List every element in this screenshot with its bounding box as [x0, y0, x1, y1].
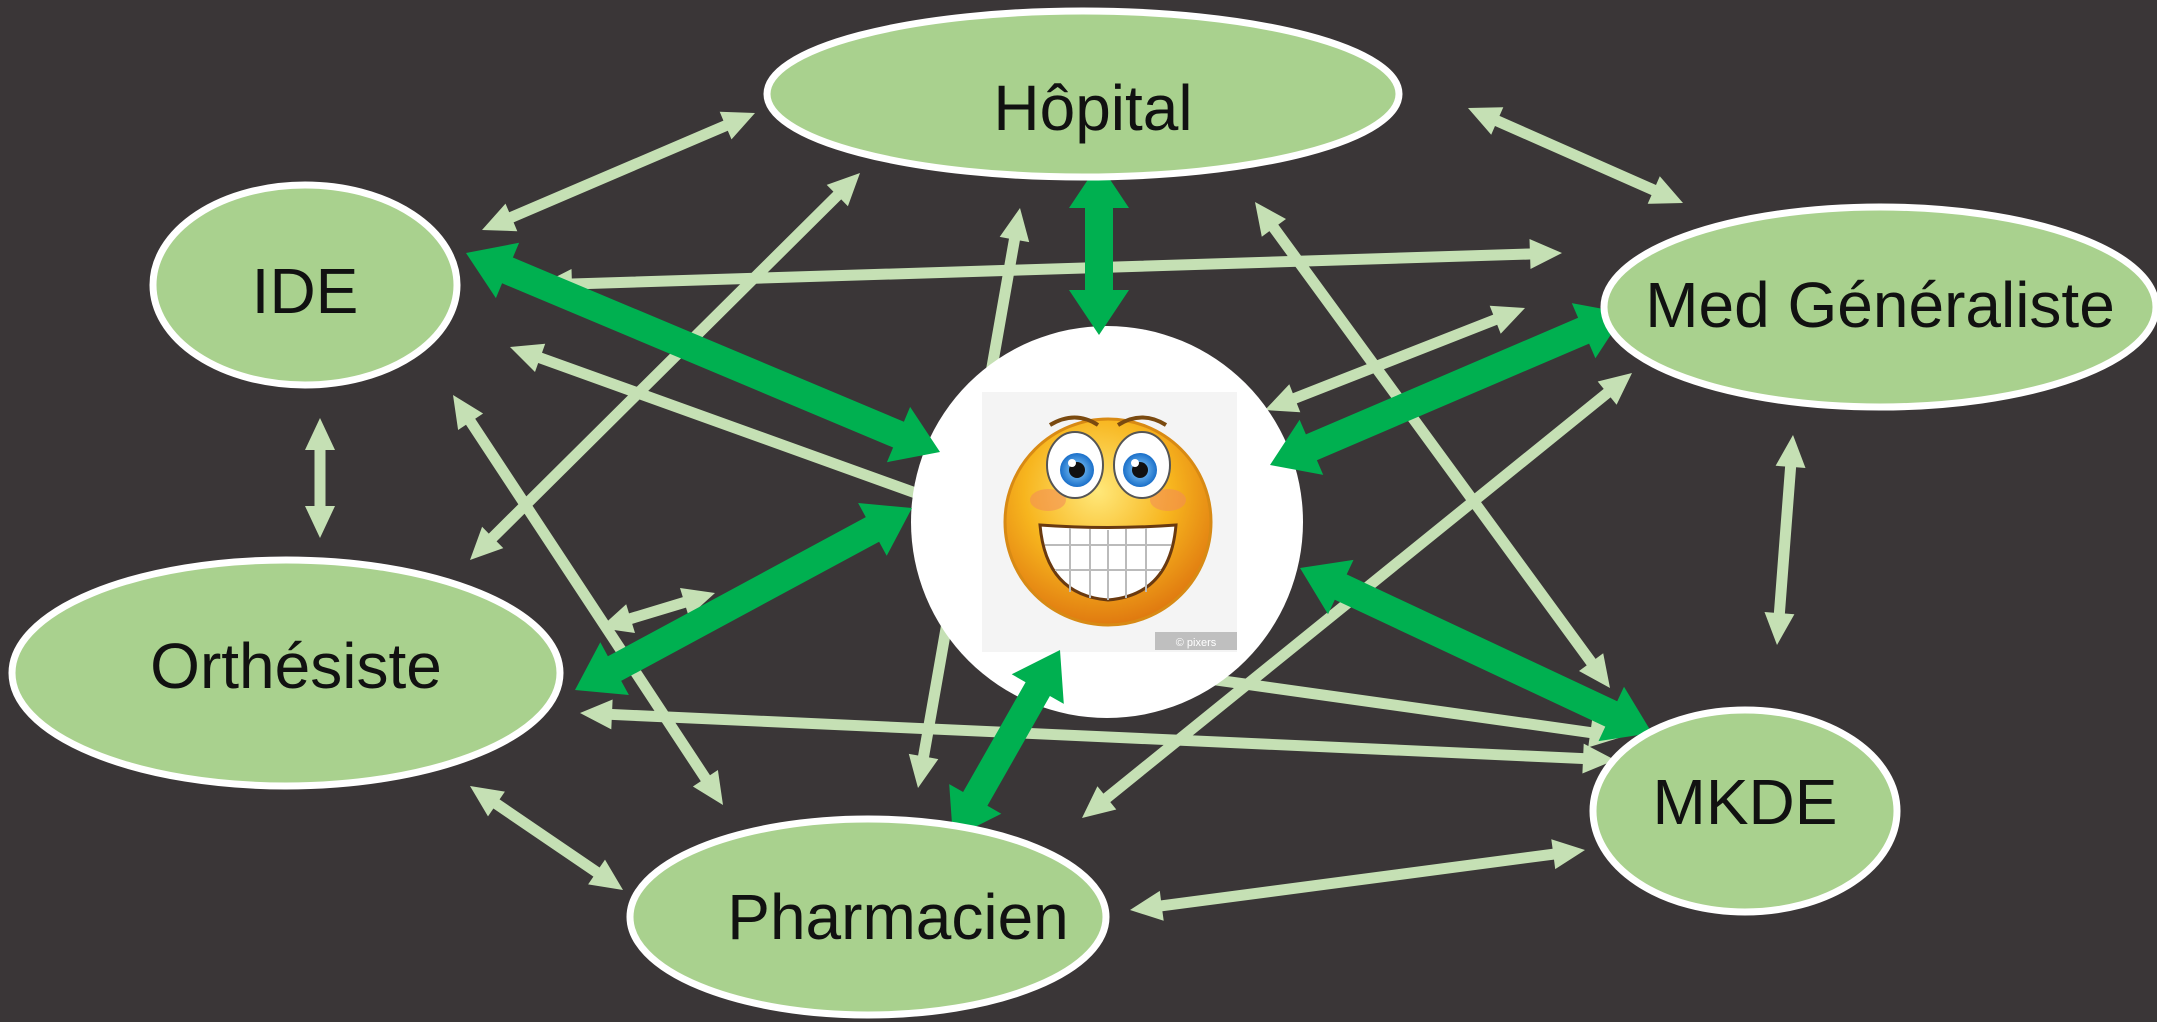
node-label-mkde: MKDE [1653, 766, 1838, 838]
thin-arrow [540, 239, 1562, 299]
thin-connector-arrows [305, 107, 1806, 921]
node-label-ide: IDE [252, 255, 359, 327]
thick-arrow [1069, 163, 1129, 335]
node-hopital: Hôpital [763, 7, 1403, 181]
smiling-face-icon: © pixers [982, 392, 1237, 652]
thick-connector-arrows [466, 163, 1652, 838]
thin-arrow [453, 395, 723, 805]
thin-arrow [1265, 305, 1525, 413]
node-label-orthesiste: Orthésiste [150, 630, 442, 702]
node-orthesiste: Orthésiste [8, 556, 564, 790]
node-mkde: MKDE [1589, 706, 1901, 916]
thick-arrow [1300, 559, 1652, 742]
thin-arrow [482, 111, 755, 232]
thin-arrow [305, 418, 335, 538]
thin-arrow [470, 173, 860, 560]
thick-arrow [1270, 303, 1625, 475]
thin-arrow [510, 343, 985, 522]
thin-arrow [580, 699, 1615, 774]
thick-arrow [949, 650, 1064, 838]
thin-arrow [1130, 839, 1585, 921]
node-label-pharmacien: Pharmacien [727, 881, 1069, 953]
thick-arrow [575, 503, 912, 695]
thin-arrow [600, 588, 715, 633]
thick-arrow [466, 242, 940, 463]
node-ide: IDE [149, 181, 461, 389]
node-med-generaliste: Med Généraliste [1600, 203, 2157, 411]
watermark-text: © pixers [1176, 637, 1217, 649]
thin-arrow [1764, 435, 1806, 645]
node-label-med-generaliste: Med Généraliste [1645, 269, 2115, 341]
thin-arrow [1468, 107, 1683, 204]
node-label-hopital: Hôpital [993, 72, 1192, 144]
node-pharmacien: Pharmacien [626, 815, 1110, 1019]
thin-arrow [1255, 202, 1610, 688]
thin-arrow [470, 786, 623, 890]
